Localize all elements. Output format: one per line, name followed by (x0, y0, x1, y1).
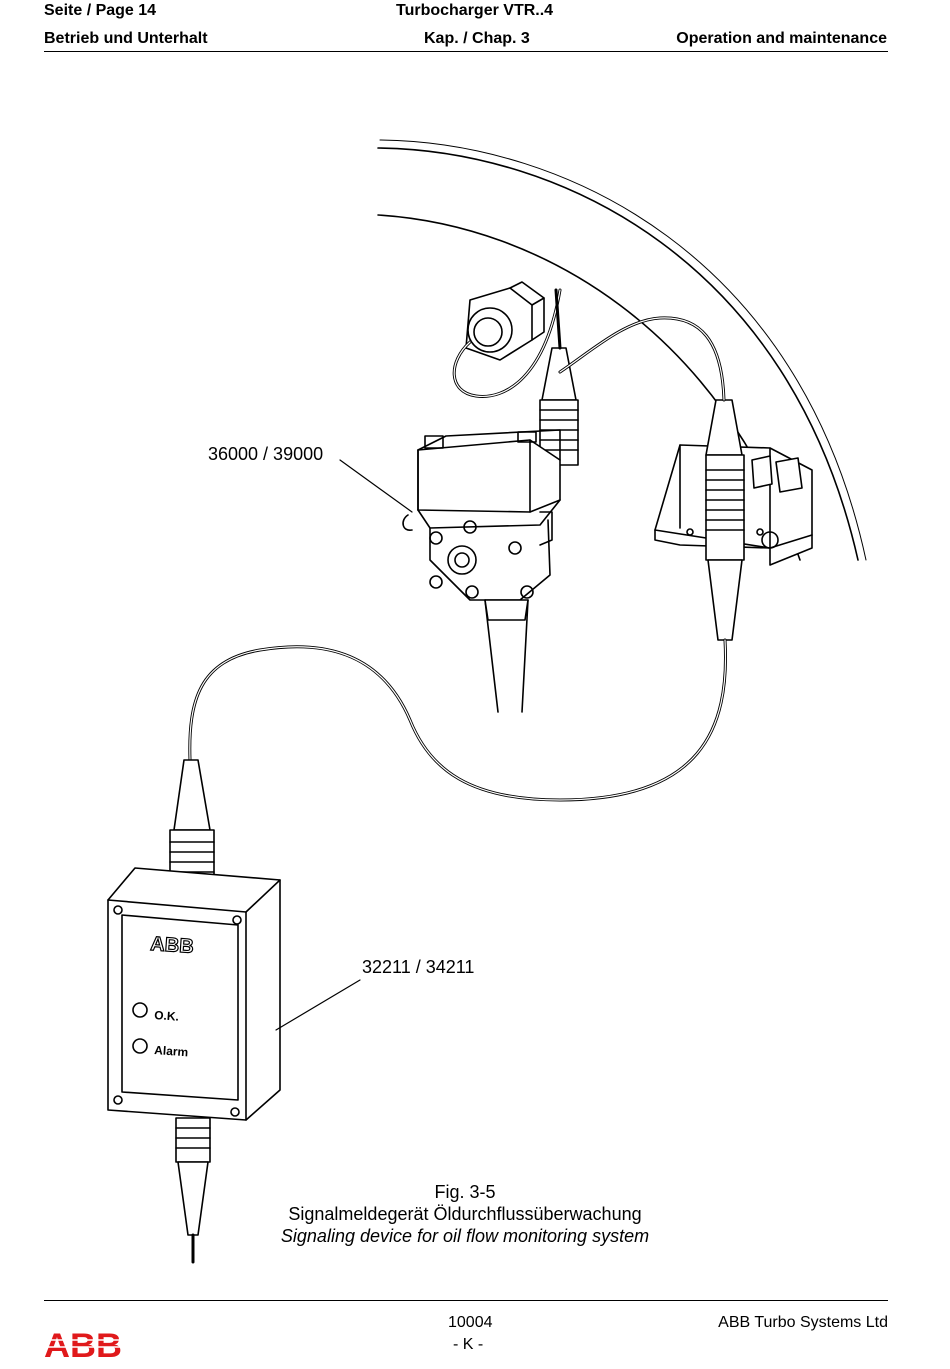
section-de: Betrieb und Unterhalt (44, 30, 208, 47)
company-name: ABB Turbo Systems Ltd (718, 1314, 888, 1331)
chapter-label: Kap. / Chap. 3 (424, 30, 530, 47)
header-rule (44, 51, 888, 52)
main-cable (188, 638, 727, 802)
housing-outer-arc (377, 147, 859, 561)
product-title: Turbocharger VTR..4 (396, 2, 554, 19)
upper-cable (558, 316, 726, 402)
right-connector (705, 399, 743, 456)
oil-sensor-nut (465, 281, 545, 361)
figure-title-de: Signalmeldegerät Öldurchflussüberwachung (288, 1204, 642, 1224)
valve-part-number: 36000 / 39000 (208, 444, 324, 464)
device-brand: ABB (150, 933, 195, 958)
section-en: Operation and maintenance (676, 30, 887, 47)
valve-leader-line (339, 459, 413, 513)
svg-text:ABB: ABB (44, 1328, 122, 1360)
upper-connector-taper (541, 347, 577, 401)
abb-logo: ABB (44, 1328, 122, 1360)
indicator-ok-label: O.K. (154, 1008, 180, 1024)
revision-label: - K - (453, 1336, 484, 1353)
device-part-number: 32211 / 34211 (362, 957, 475, 977)
page-number: Seite / Page 14 (44, 2, 157, 19)
document-number: 10004 (448, 1314, 493, 1331)
signal-device-box (107, 867, 281, 1121)
device-leader-line (275, 979, 361, 1031)
device-top-connector (173, 759, 211, 831)
indicator-alarm-label: Alarm (154, 1043, 189, 1059)
footer-rule (44, 1300, 888, 1301)
figure-title-en: Signaling device for oil flow monitoring… (280, 1226, 650, 1246)
device-bottom-connector (175, 1117, 211, 1163)
figure-number: Fig. 3-5 (434, 1182, 496, 1202)
flow-valve-body (402, 429, 561, 601)
